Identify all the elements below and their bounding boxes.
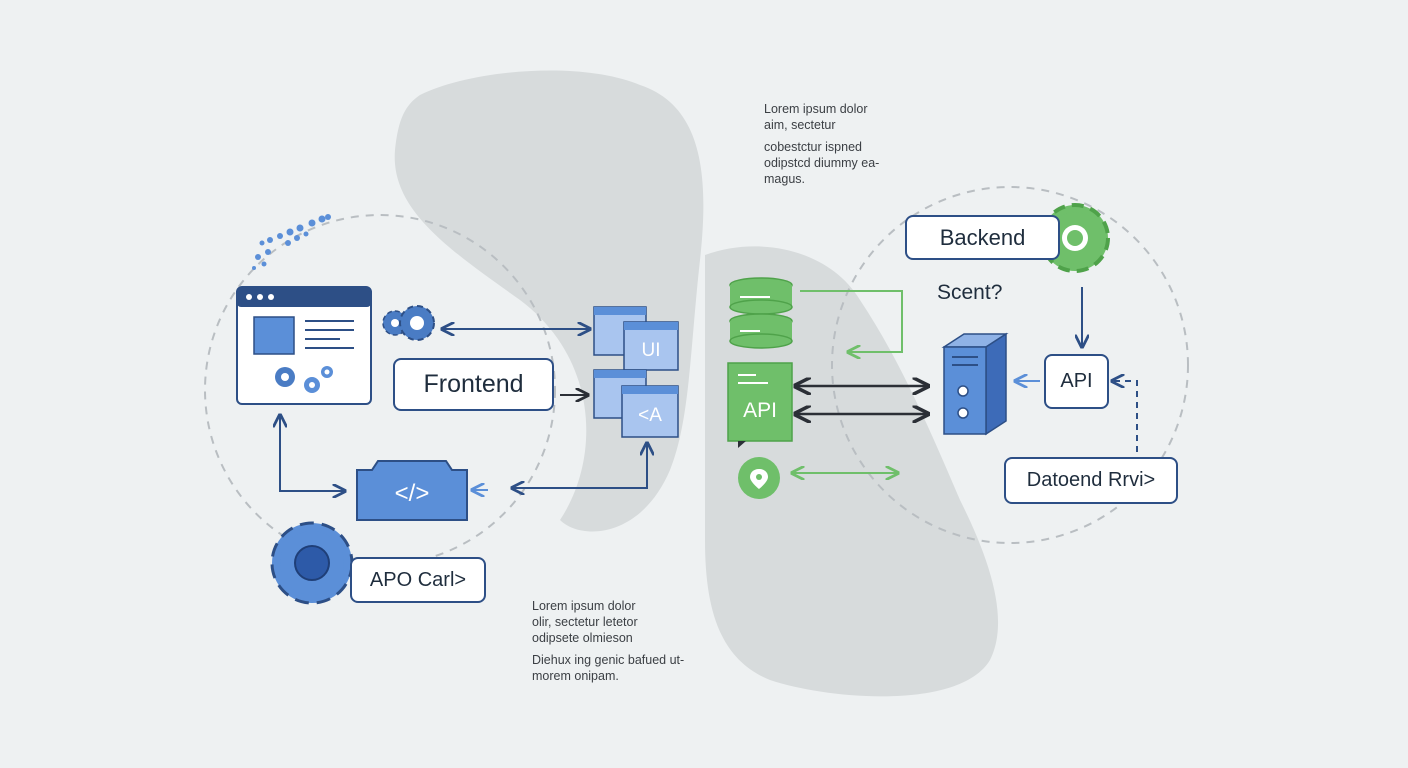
bottom-note-line: odipsete olmieson — [532, 631, 633, 645]
top-note-line: aim, sectetur — [764, 118, 836, 132]
map-pin-icon — [738, 457, 780, 499]
backend-zone-circle — [831, 186, 1189, 544]
top-note-line: Lorem ipsum dolor — [764, 102, 868, 116]
code-icon — [356, 460, 468, 521]
scent-label: Scent? — [937, 281, 1003, 304]
ui-tile-text: UI — [641, 340, 661, 361]
gear-icon — [382, 305, 435, 341]
ui-tile-stack — [593, 306, 679, 438]
decorative-dots — [252, 214, 331, 270]
bottom-note: Lorem ipsum dolor olir, sectetur letetor… — [532, 598, 684, 684]
arrow-dataend-api — [1112, 381, 1138, 452]
backend-label[interactable]: Backend — [905, 215, 1060, 260]
api-document-icon — [727, 362, 793, 448]
top-note-line: odipstcd diummy ea- — [764, 156, 880, 170]
bottom-note-line: Lorem ipsum dolor — [532, 599, 636, 613]
arrow-db-loop — [800, 290, 903, 352]
frontend-label[interactable]: Frontend — [393, 358, 554, 411]
bottom-note-line: morem onipam. — [532, 669, 619, 683]
bottom-note-line: olir, sectetur letetor — [532, 615, 638, 629]
api-tile-text: API — [743, 399, 777, 422]
api-box-label[interactable]: API — [1044, 354, 1109, 409]
apo-carl-label[interactable]: APO Carl> — [350, 557, 486, 603]
top-note: Lorem ipsum dolor aim, sectetur cobestct… — [764, 101, 879, 187]
code-tile-text: </> — [394, 480, 430, 507]
server-icon — [941, 332, 1009, 436]
database-icon — [729, 277, 793, 349]
arrow-code-tiles — [512, 443, 647, 488]
browser-window-icon — [236, 286, 372, 405]
large-gear-icon — [270, 521, 354, 605]
browser-gears-icon — [275, 366, 333, 393]
top-note-line: magus. — [764, 172, 805, 186]
arrow-browser-code — [280, 415, 345, 491]
angle-tile-text: <A — [638, 405, 662, 426]
datoend-rrvi-label[interactable]: Datoend Rrvi> — [1004, 457, 1178, 504]
top-note-line: cobestctur ispned — [764, 140, 862, 154]
bottom-note-line: Diehux ing genic bafued ut- — [532, 653, 685, 667]
